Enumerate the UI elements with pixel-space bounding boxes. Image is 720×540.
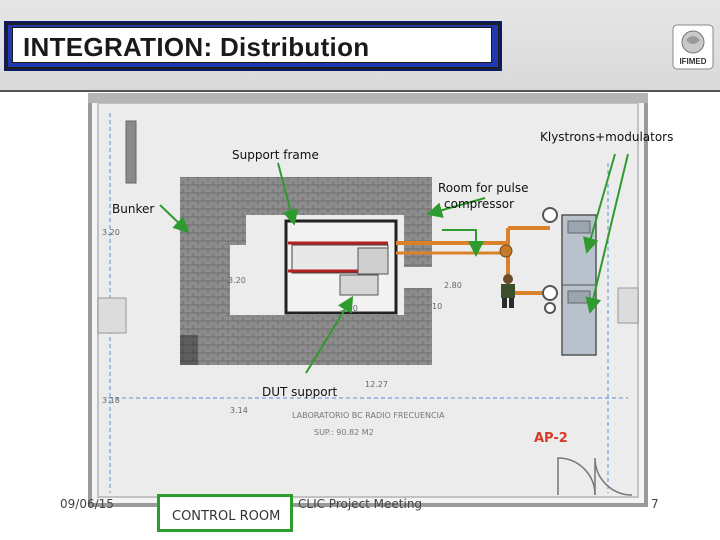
title-box: INTEGRATION: Distribution [4,21,502,71]
logo-text: IFIMED [679,57,706,66]
label-dut-support: DUT support [262,385,338,399]
label-support-frame: Support frame [232,148,319,162]
room-surface: SUP.: 90.82 M2 [314,428,374,437]
title-inner: INTEGRATION: Distribution [12,27,492,63]
label-room-pulse-line2: compressor [444,197,515,211]
footer-meeting: CLIC Project Meeting [298,497,423,511]
pillar [125,120,137,184]
door-swing [557,457,596,496]
arrow-bunker [159,204,190,234]
right-fixture [617,287,639,324]
arrow-dut-support [305,295,354,374]
control-room-label: CONTROL ROOM [172,509,281,524]
annotation-arrows [159,153,629,374]
label-klystrons: Klystrons+modulators [540,130,674,144]
control-room-box: CONTROL ROOM [157,494,293,532]
dim-text: 3.14 [230,406,248,415]
arrow-support-frame [277,162,299,226]
left-fixture [97,297,127,334]
header-bar: INTEGRATION: Distribution IFIMED [0,0,720,92]
arrow-klystrons-2 [585,153,629,314]
top-wall [88,93,648,103]
label-bunker: Bunker [112,202,155,216]
dim-text: 12.27 [365,380,388,389]
bracket-room-pulse [442,229,484,257]
dim-text: 3.18 [102,396,120,405]
arrow-room-pulse [426,197,486,218]
dim-text: 10 [432,302,442,311]
slide-title: INTEGRATION: Distribution [23,32,370,62]
arrow-klystrons-1 [583,153,616,254]
floor-plan: 3.20 3.20 3.00 2.80 10 12.27 3.18 3.14 L… [88,93,648,507]
footer-page-number: 7 [651,497,659,511]
room-name: LABORATORIO BC RADIO FRECUENCIA [292,411,445,420]
label-room-pulse-line1: Room for pulse [438,181,529,195]
room-code: AP-2 [534,431,568,446]
dim-text: 3.20 [102,228,120,237]
footer-date: 09/06/15 [60,497,114,511]
dim-text: 3.20 [228,276,246,285]
person-figure [501,274,515,308]
support-frame [284,219,398,315]
ifimed-logo: IFIMED [672,24,714,70]
door-swing-2 [594,457,633,496]
dim-text: 2.80 [444,281,462,290]
